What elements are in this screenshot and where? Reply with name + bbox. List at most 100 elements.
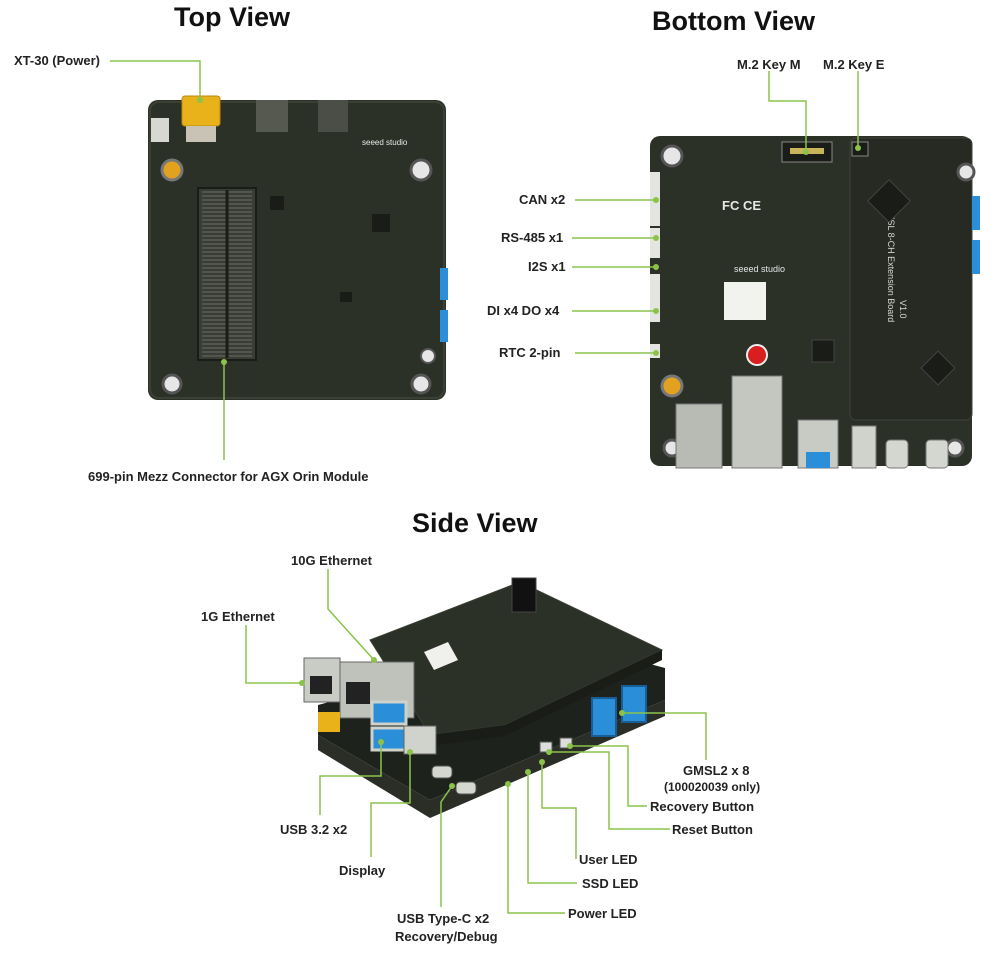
usb32-dot — [378, 739, 384, 745]
gmsl-chip-2 — [920, 350, 956, 386]
label-10g-ethernet: 10G Ethernet — [291, 553, 372, 568]
userled-leader — [541, 762, 577, 859]
label-dio: DI x4 DO x4 — [487, 303, 560, 318]
label-can: CAN x2 — [519, 192, 566, 207]
label-user-led: User LED — [579, 852, 638, 867]
gmsl-board-text: GMSL 8-CH Extension Board — [886, 205, 896, 322]
rs485-dot — [653, 235, 659, 241]
recovery-leader — [570, 745, 647, 807]
bottom-eth-1g — [675, 403, 723, 469]
eth10g-leader — [327, 569, 375, 661]
usbc-dot — [449, 783, 455, 789]
side-usbc-2 — [455, 781, 477, 795]
m2m-dot — [803, 149, 809, 155]
display-dot — [407, 749, 413, 755]
bottom-usb-blue — [806, 452, 830, 468]
side-eth-1g-hole — [310, 676, 332, 694]
bottom-usbc-1 — [885, 439, 909, 469]
bottom-display-port — [851, 425, 877, 469]
label-gmsl2-note: (100020039 only) — [664, 780, 761, 794]
label-1g-ethernet: 1G Ethernet — [201, 609, 275, 624]
eth1g-dot — [299, 680, 305, 686]
label-mezz-connector: 699-pin Mezz Connector for AGX Orin Modu… — [88, 469, 369, 484]
can-dot — [653, 197, 659, 203]
usb32-leader — [319, 742, 382, 815]
bottom-usbc-2 — [925, 439, 949, 469]
userled-dot — [539, 759, 545, 765]
bottom-brand-text: seeed studio — [734, 264, 785, 274]
side-base-board-bottom — [318, 700, 665, 818]
side-recovery-button — [559, 737, 573, 749]
mezz-connector-pins — [202, 190, 252, 358]
side-view-title: Side View — [412, 508, 538, 538]
gmsl-board-version: V1.0 — [898, 300, 908, 319]
m2m-leader — [768, 71, 807, 152]
gmsl-dot — [619, 710, 625, 716]
mezz-dot — [221, 359, 227, 365]
label-xt30-power: XT-30 (Power) — [14, 53, 100, 68]
side-eth-10g-hole — [346, 682, 370, 704]
label-m2-key-e: M.2 Key E — [823, 57, 885, 72]
top-side-port-2 — [440, 310, 448, 342]
bottom-white-label — [724, 282, 766, 320]
xt30-leader — [110, 60, 201, 100]
side-power-connector — [318, 712, 340, 732]
label-recovery-button: Recovery Button — [650, 799, 755, 814]
top-chip-1 — [270, 196, 284, 210]
bottom-cert-text: FC CE — [722, 198, 761, 213]
label-recovery-debug: Recovery/Debug — [395, 929, 498, 944]
top-mount-hole-2 — [409, 158, 433, 182]
top-inductor-2 — [318, 100, 348, 132]
ssdled-leader — [527, 772, 577, 884]
label-usb32: USB 3.2 x2 — [280, 822, 348, 837]
side-usb32-2 — [370, 726, 408, 752]
side-gmsl-port-2 — [621, 685, 647, 723]
m2e-dot — [855, 145, 861, 151]
side-usb32-1 — [370, 700, 408, 726]
recovery-dot — [567, 743, 573, 749]
side-usbc-1 — [431, 765, 453, 779]
bottom-eth-10g — [731, 375, 783, 469]
top-mount-hole-5 — [420, 348, 436, 364]
rs485-connector — [650, 228, 660, 258]
top-brand-text: seeed studio — [362, 138, 408, 147]
side-top-board-edge — [430, 650, 662, 746]
gmsl-port-2 — [972, 240, 980, 274]
side-top-connector — [511, 577, 537, 613]
gmsl-chip-1 — [867, 179, 911, 223]
bottom-mount-hole-5 — [956, 162, 976, 182]
reset-dot — [546, 749, 552, 755]
label-usb-type-c: USB Type-C x2 — [397, 911, 490, 926]
top-view-title: Top View — [174, 2, 291, 32]
top-mount-hole-3 — [161, 373, 183, 395]
label-m2-key-m: M.2 Key M — [737, 57, 801, 72]
label-gmsl2: GMSL2 x 8 — [683, 763, 750, 778]
powerled-dot — [505, 781, 511, 787]
bottom-chip — [811, 339, 835, 363]
ssdled-dot — [525, 769, 531, 775]
label-rtc: RTC 2-pin — [499, 345, 561, 360]
label-reset-button: Reset Button — [672, 822, 753, 837]
rtc-dot — [653, 350, 659, 356]
bottom-mount-hole-1 — [660, 144, 684, 168]
display-leader — [370, 752, 411, 857]
bottom-mount-hole-2 — [660, 374, 684, 398]
eth10g-dot — [371, 657, 377, 663]
top-inductor — [256, 100, 288, 132]
i2s-dot — [653, 264, 659, 270]
label-rs485: RS-485 x1 — [501, 230, 564, 245]
dio-dot — [653, 308, 659, 314]
gmsl-leader — [622, 712, 707, 760]
rtc-battery — [746, 344, 768, 366]
top-chip-2 — [372, 214, 390, 232]
top-chip-3 — [340, 292, 352, 302]
label-display: Display — [339, 863, 386, 878]
top-mount-hole-4 — [410, 373, 432, 395]
label-ssd-led: SSD LED — [582, 876, 639, 891]
top-board-edge — [149, 101, 445, 399]
bottom-view-title: Bottom View — [652, 6, 816, 36]
label-power-led: Power LED — [568, 906, 637, 921]
xt30-pins — [186, 126, 216, 142]
